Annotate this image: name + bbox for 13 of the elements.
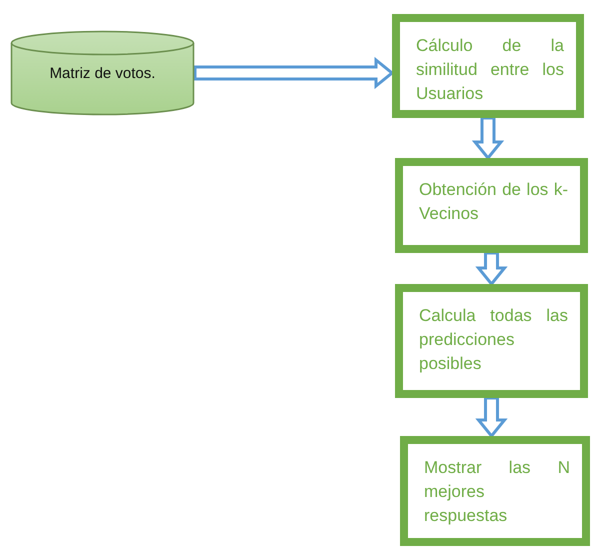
block-arrow xyxy=(472,116,504,160)
process-box xyxy=(395,284,588,398)
node-label: Obtención de los k-Vecinos xyxy=(419,179,568,225)
node-label: Matriz de votos. xyxy=(50,64,156,82)
block-arrow xyxy=(194,56,394,90)
block-arrow xyxy=(475,252,508,286)
process-box xyxy=(395,158,588,253)
block-arrow xyxy=(475,396,508,438)
node-label: Calcula todas las predicciones posibles xyxy=(419,305,568,375)
process-box xyxy=(400,436,590,546)
node-label: Mostrar las N mejores respuestas xyxy=(424,457,570,527)
process-box xyxy=(392,14,584,118)
node-label: Cálculo de la similitud entre los Usuarios xyxy=(416,35,564,105)
